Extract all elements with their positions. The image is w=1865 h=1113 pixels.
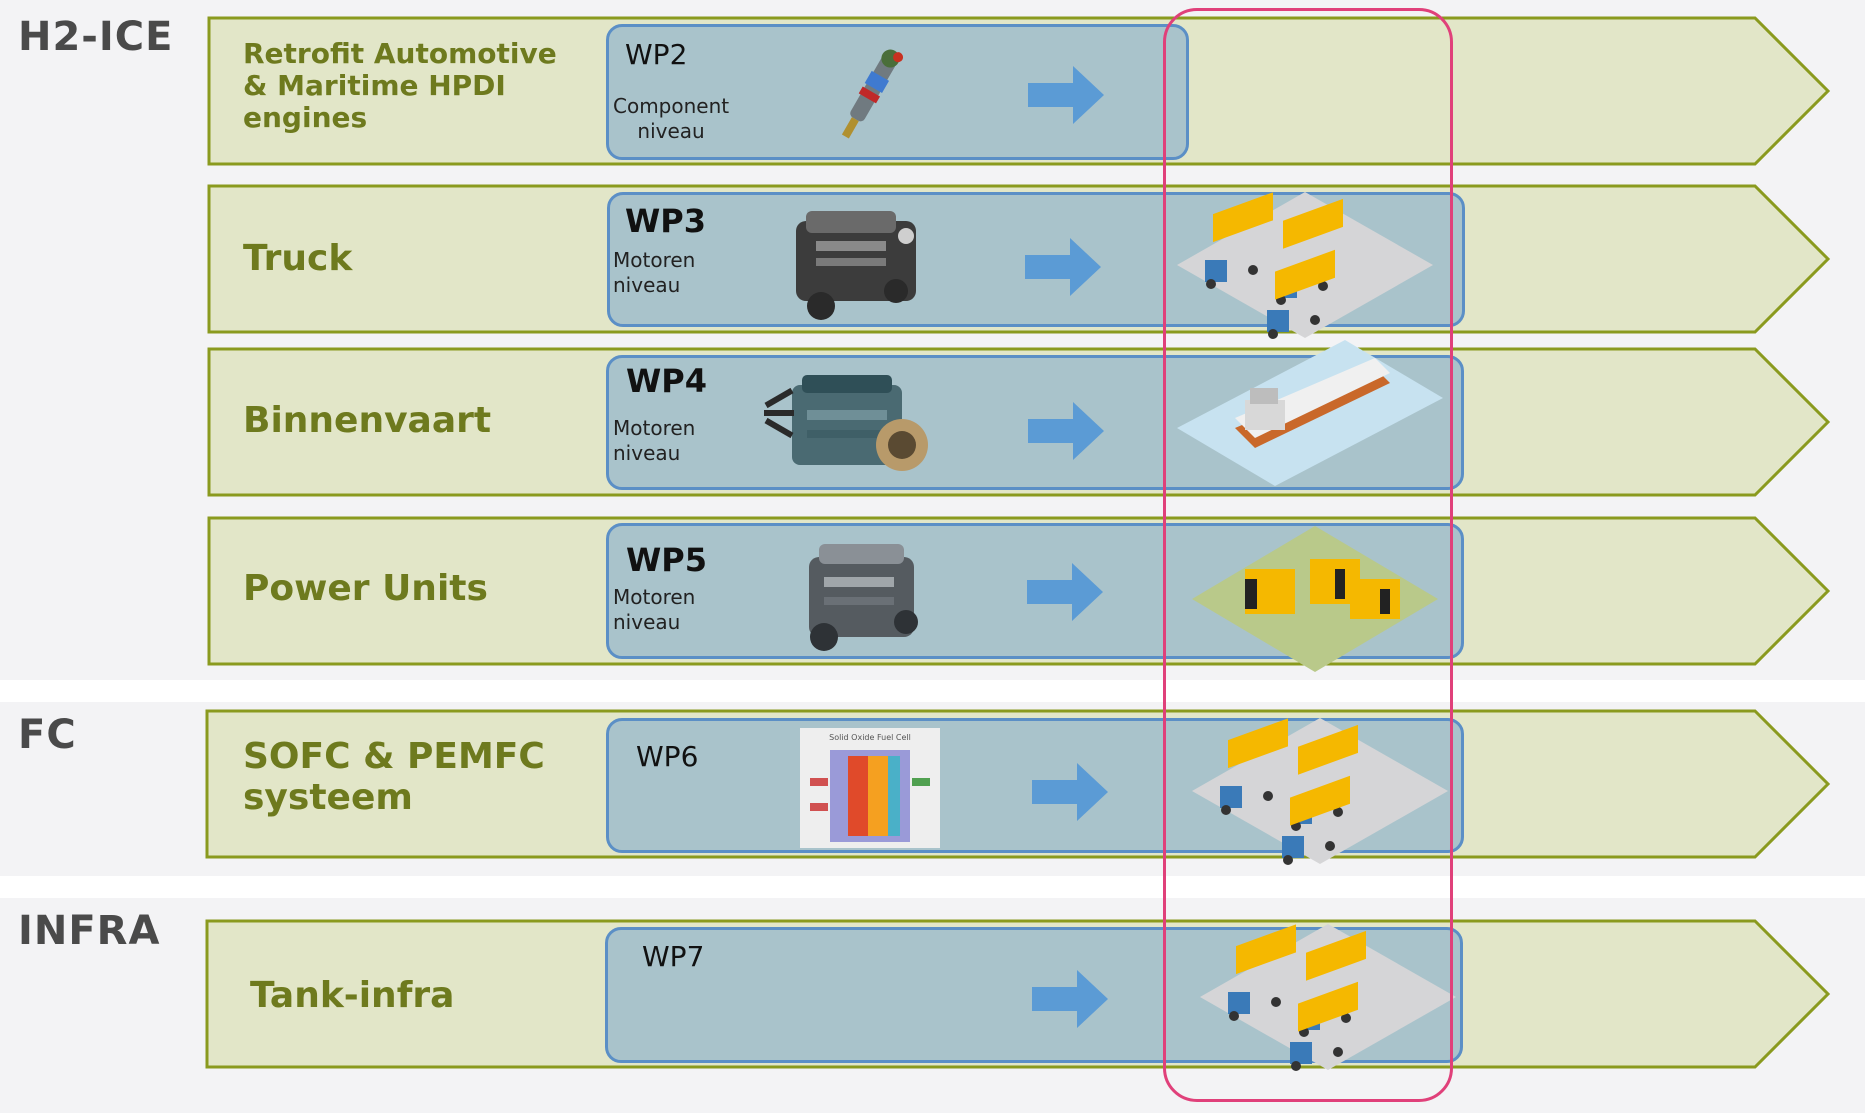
- truck-3: [1290, 981, 1358, 1071]
- arrow-right-icon: [1025, 238, 1101, 296]
- wp-sub-wp2: Component niveau: [613, 94, 730, 143]
- wp-sub-wp5: Motoren niveau: [613, 585, 696, 634]
- engine-icon: [809, 544, 918, 651]
- truck-3: [1282, 775, 1350, 865]
- group-label-h2ice: H2-ICE: [18, 14, 174, 60]
- arrow-right-icon: [1028, 402, 1104, 460]
- row-title-fuel-cell: SOFC & PEMFC systeem: [243, 736, 545, 819]
- arrow-right-icon: [1027, 563, 1103, 621]
- generator-1: [1245, 569, 1295, 614]
- row-title-truck: Truck: [243, 238, 353, 279]
- wp-id-wp5: WP5: [626, 541, 708, 579]
- row-title-binnenvaart: Binnenvaart: [243, 400, 492, 441]
- fuel-injector-icon: [841, 49, 904, 139]
- row-title-power-units: Power Units: [243, 568, 488, 609]
- marine-engine-icon: [764, 375, 928, 471]
- trucks-icon: [1177, 192, 1433, 339]
- wp-id-wp7: WP7: [642, 940, 705, 973]
- truck-3: [1267, 249, 1335, 339]
- trucks-icon: [1192, 718, 1448, 865]
- truck-engine-icon: [796, 211, 916, 320]
- row-title-retrofit: Retrofit Automotive & Maritime HPDI engi…: [243, 37, 557, 135]
- wp-id-wp6: WP6: [636, 740, 699, 773]
- ship-icon: [1177, 340, 1443, 486]
- row-title-tank-infra: Tank-infra: [250, 975, 455, 1016]
- truck-1: [1220, 718, 1288, 815]
- group-separator: [0, 680, 1865, 702]
- wp-sub-wp3: Motoren niveau: [613, 248, 696, 297]
- truck-1: [1228, 924, 1296, 1021]
- fuel-cell-caption: Solid Oxide Fuel Cell: [829, 733, 911, 742]
- power-units-icon: [1192, 526, 1438, 672]
- wp-id-wp4: WP4: [626, 362, 708, 400]
- group-label-fc: FC: [18, 712, 77, 758]
- arrow-right-icon: [1032, 970, 1108, 1028]
- highlight-frame: [1163, 8, 1453, 1102]
- wp-id-wp3: WP3: [625, 202, 707, 240]
- wp-id-wp2: WP2: [625, 38, 688, 71]
- trucks-icon: [1200, 924, 1456, 1071]
- truck-1: [1205, 192, 1273, 289]
- group-separator: [0, 876, 1865, 898]
- arrow-right-icon: [1028, 66, 1104, 124]
- wp-sub-wp4: Motoren niveau: [613, 416, 696, 465]
- arrow-right-icon: [1032, 763, 1108, 821]
- generator-3: [1350, 579, 1400, 619]
- group-label-infra: INFRA: [18, 908, 161, 954]
- fuel-cell-diagram-icon: Solid Oxide Fuel Cell: [800, 728, 940, 848]
